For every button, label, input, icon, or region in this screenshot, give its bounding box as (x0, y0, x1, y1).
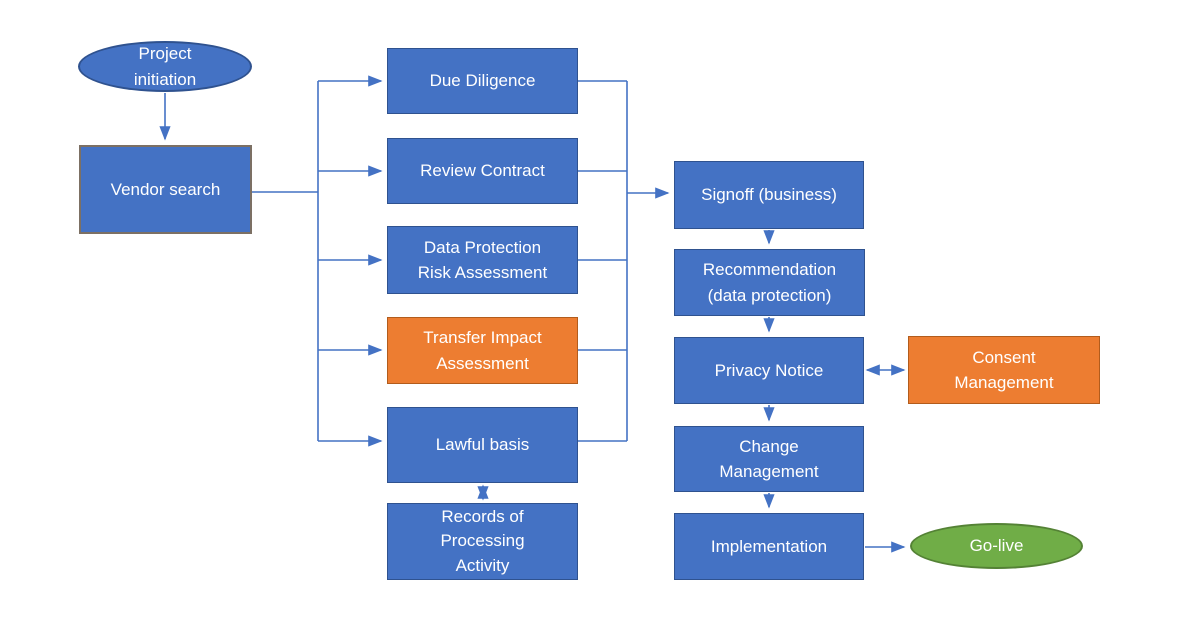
review-contract-node: Review Contract (387, 138, 578, 204)
consent-management-node: Consent Management (908, 336, 1100, 404)
project-initiation-node: Project initiation (78, 41, 252, 92)
records-of-processing-activity-node: Records of Processing Activity (387, 503, 578, 580)
lawful-basis-node: Lawful basis (387, 407, 578, 483)
implementation-node: Implementation (674, 513, 864, 580)
vendor-search-node: Vendor search (79, 145, 252, 234)
data-protection-risk-assessment-node: Data Protection Risk Assessment (387, 226, 578, 294)
go-live-node: Go-live (910, 523, 1083, 569)
transfer-impact-assessment-node: Transfer Impact Assessment (387, 317, 578, 384)
privacy-notice-node: Privacy Notice (674, 337, 864, 404)
change-management-node: Change Management (674, 426, 864, 492)
signoff-business-node: Signoff (business) (674, 161, 864, 229)
due-diligence-node: Due Diligence (387, 48, 578, 114)
recommendation-data-protection-node: Recommendation (data protection) (674, 249, 865, 316)
